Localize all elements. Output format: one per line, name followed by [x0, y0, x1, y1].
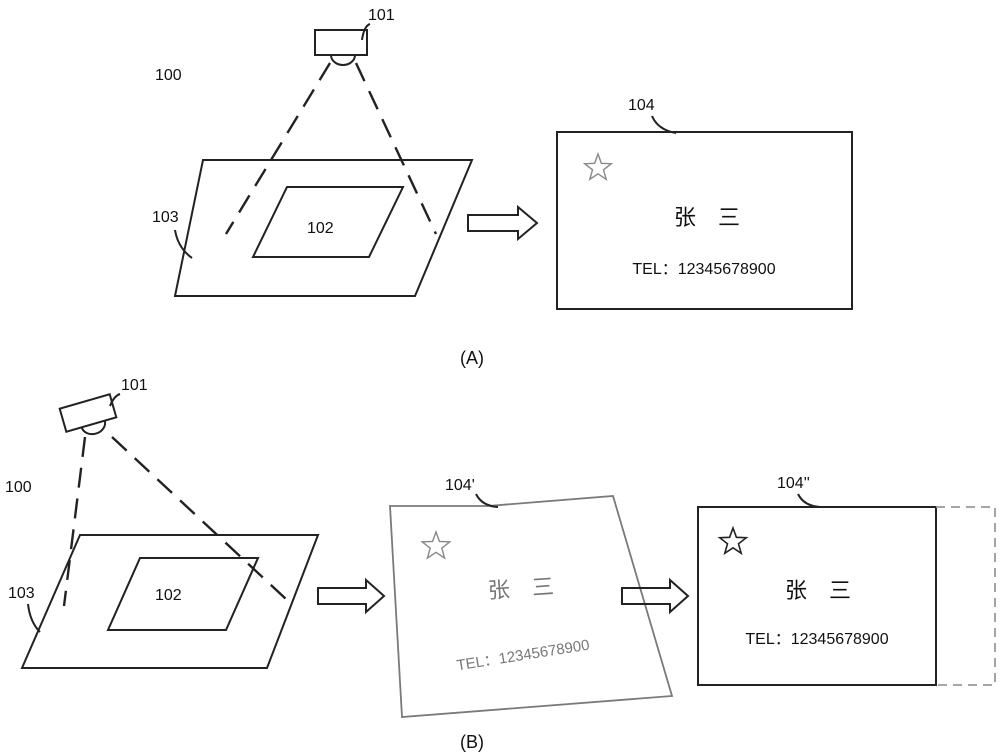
star-icon	[420, 529, 452, 560]
camera-icon	[58, 393, 118, 436]
corrected-card-name: 张 三	[785, 578, 851, 603]
surface-103	[20, 534, 320, 669]
card-name: 张 三	[674, 205, 740, 230]
skewed-card-104-prime	[389, 495, 674, 718]
arrow-right-icon	[621, 577, 690, 615]
corrected-card-tel: TEL：12345678900	[745, 631, 888, 648]
caption-b: (B)	[460, 732, 484, 752]
label-system: 100	[155, 67, 182, 84]
star-icon	[717, 525, 749, 556]
label-result: 104	[628, 97, 655, 114]
dashed-extension	[936, 506, 996, 686]
label-system: 100	[5, 479, 32, 496]
label-skewed: 104'	[445, 477, 475, 494]
card-102	[251, 186, 405, 258]
card-102	[106, 557, 260, 631]
label-card: 102	[155, 587, 182, 604]
view-line-right	[111, 436, 288, 601]
panel-a: 101 100 102 103 104 张 三 TEL：12345678900 …	[152, 7, 853, 368]
arrow-right-icon	[317, 577, 386, 615]
view-line-left	[62, 436, 87, 607]
label-camera: 101	[368, 7, 395, 24]
panel-b: 101 100 102 103 104' 张 三 TEL：12345678900…	[5, 377, 996, 752]
label-camera: 101	[121, 377, 148, 394]
skewed-card-tel: TEL：12345678900	[455, 637, 590, 675]
card-tel: TEL：12345678900	[632, 261, 775, 278]
star-icon	[582, 151, 614, 181]
view-line-right	[354, 62, 438, 235]
caption-a: (A)	[460, 348, 484, 368]
camera-icon	[314, 29, 368, 66]
label-corrected: 104''	[777, 475, 810, 492]
view-line-left	[224, 62, 332, 235]
label-surface: 103	[152, 209, 179, 226]
skewed-card-name: 张 三	[487, 574, 555, 604]
label-card: 102	[307, 220, 334, 237]
result-card-104	[556, 131, 853, 310]
label-surface: 103	[8, 585, 35, 602]
arrow-right-icon	[467, 204, 539, 242]
